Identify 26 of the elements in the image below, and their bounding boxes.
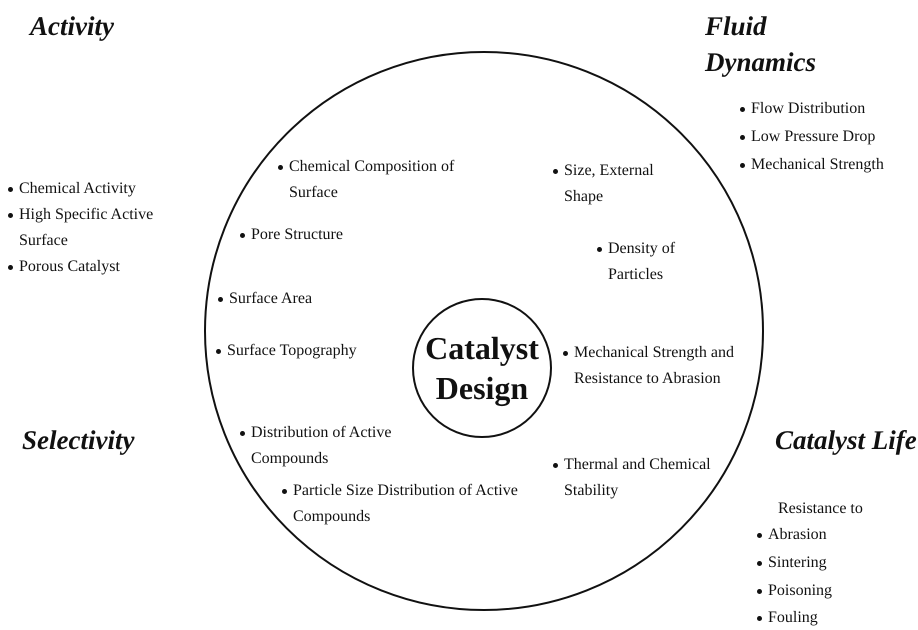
category-heading: Catalyst Life	[775, 424, 918, 457]
list-item: Distribution of Active Compounds	[251, 423, 392, 469]
list-item: Flow Distribution	[751, 99, 866, 119]
list-item: Porous Catalyst	[19, 257, 120, 277]
list-item: Poisoning	[768, 581, 832, 601]
center-circle-label: Catalyst Design	[412, 298, 552, 438]
list-item: Density of Particles	[608, 239, 676, 285]
list-item: Mechanical Strength	[751, 155, 884, 175]
list-item: Low Pressure Drop	[751, 127, 876, 147]
list-item: Sintering	[768, 553, 827, 573]
list-item: Thermal and Chemical Stability	[564, 455, 712, 501]
list-item: Chemical Activity	[19, 179, 136, 199]
list-item: Size, External Shape	[564, 161, 655, 207]
list-item: Fouling	[768, 608, 818, 628]
list-item: Abrasion	[768, 525, 827, 545]
category-heading: Selectivity	[22, 424, 136, 457]
category-heading: Fluid Dynamics	[705, 10, 817, 79]
list-item: Surface Area	[229, 289, 312, 309]
list-item: Pore Structure	[251, 225, 343, 245]
list-item: Chemical Composition of Surface	[289, 157, 456, 203]
category-heading: Activity	[30, 10, 115, 43]
list-heading: Resistance to	[778, 499, 864, 519]
list-item: Particle Size Distribution of Active Compounds	[293, 481, 519, 527]
list-item: High Specific Active Surface	[19, 205, 154, 251]
list-item: Surface Topography	[227, 341, 357, 361]
list-item: Mechanical Strength and Resistance to Abrasion	[574, 343, 735, 389]
